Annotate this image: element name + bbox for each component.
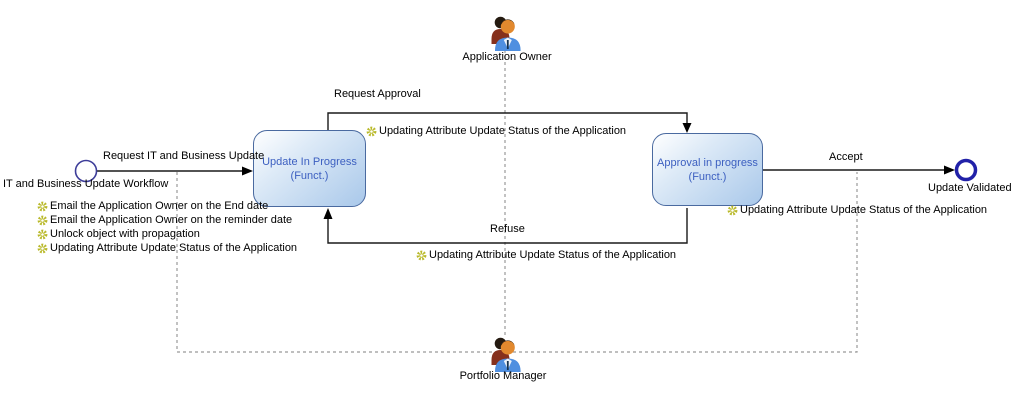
refuse-action: Updating Attribute Update Status of the … [416,249,676,261]
gear-icon [37,243,48,253]
portfolio-manager-label: Portfolio Manager [459,370,547,382]
gear-icon [37,215,48,225]
portfolio-manager-association-line[interactable] [176,172,858,353]
request-approval-action: Updating Attribute Update Status of the … [366,125,626,137]
start-action-item: Updating Attribute Update Status of the … [37,242,297,254]
accept-arrowhead [944,165,955,175]
request-approval-arrowhead [682,123,692,133]
accept-label: Accept [829,151,863,163]
refuse-arrowhead [323,208,333,219]
action-label: Updating Attribute Update Status of the … [379,125,627,137]
action-label: Updating Attribute Update Status of the … [429,249,677,261]
action-label: Email the Application Owner on the remin… [50,214,293,226]
request-approval-label: Request Approval [334,88,421,100]
start-event-label: IT and Business Update Workflow [3,178,169,190]
application-owner-label: Application Owner [462,51,552,63]
gear-icon [727,205,738,215]
start-event-circle[interactable] [74,159,98,183]
start-action-item: Email the Application Owner on the remin… [37,214,292,226]
state-label: Update In Progress [262,155,357,168]
state-update-in-progress[interactable]: Update In Progress (Funct.) [253,130,366,207]
end-event-circle[interactable] [954,158,978,182]
application-owner-icon[interactable] [489,13,521,51]
portfolio-manager-icon[interactable] [489,334,521,372]
action-label: Updating Attribute Update Status of the … [50,242,298,254]
action-label: Email the Application Owner on the End d… [50,200,269,212]
gear-icon [366,126,377,136]
request-approval-connector[interactable] [327,112,688,131]
state-qualifier: (Funct.) [688,170,727,183]
gear-icon [37,229,48,239]
action-label: Updating Attribute Update Status of the … [740,204,988,216]
end-event-label: Update Validated [928,182,1012,194]
action-label: Unlock object with propagation [50,228,200,240]
accept-action: Updating Attribute Update Status of the … [727,204,987,216]
gear-icon [37,201,48,211]
request-update-label: Request IT and Business Update [103,150,265,162]
request-update-arrowhead [242,166,253,176]
refuse-label: Refuse [490,223,525,235]
gear-icon [416,250,427,260]
state-label: Approval in progress [657,156,758,169]
start-action-item: Unlock object with propagation [37,228,200,240]
state-qualifier: (Funct.) [290,169,329,182]
start-action-item: Email the Application Owner on the End d… [37,200,268,212]
state-approval-in-progress[interactable]: Approval in progress (Funct.) [652,133,763,206]
refuse-connector[interactable] [327,208,688,244]
